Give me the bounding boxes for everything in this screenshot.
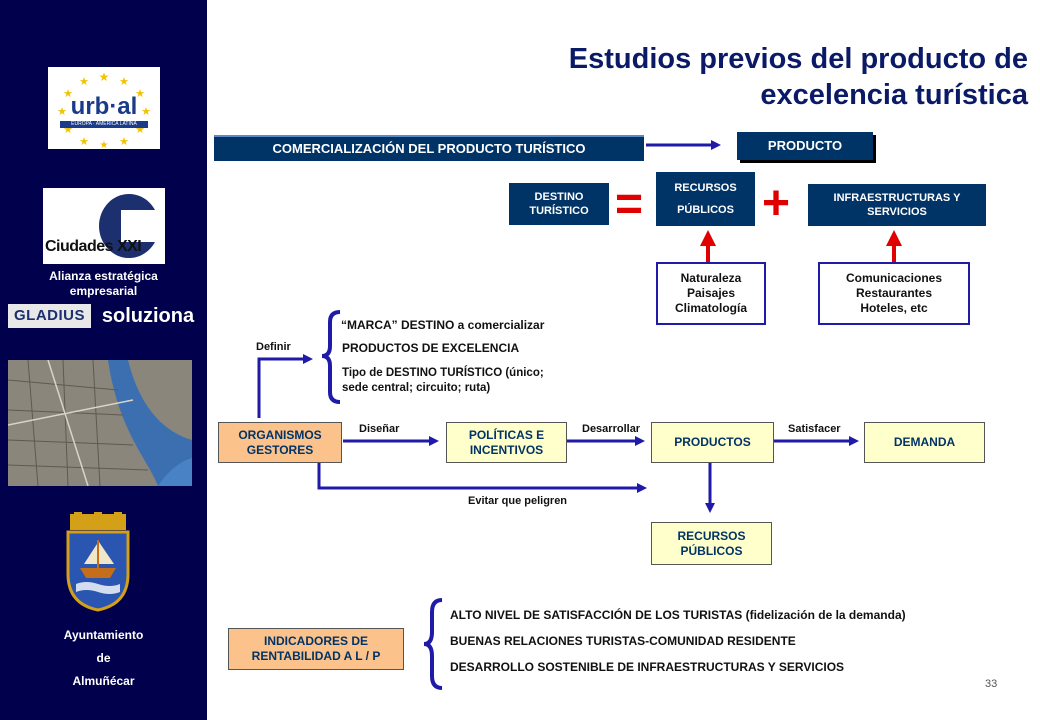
comunicaciones-box: Comunicaciones Restaurantes Hoteles, etc — [818, 262, 970, 325]
soluziona-logo: soluziona — [96, 304, 200, 328]
productos-box: PRODUCTOS — [651, 422, 774, 463]
svg-text:★: ★ — [141, 106, 151, 118]
soluziona-wordmark: soluziona — [101, 305, 195, 327]
almunecar-crest — [62, 512, 134, 612]
infraestructuras-box: INFRAESTRUCTURAS Y SERVICIOS — [808, 184, 986, 226]
ciudades-c-inner — [121, 210, 165, 242]
footer-de: de — [96, 651, 111, 665]
infra-label: INFRAESTRUCTURAS Y SERVICIOS — [833, 192, 961, 218]
hoteles-item: Hoteles, etc — [860, 301, 928, 315]
indicator-item-3: DESARROLLO SOSTENIBLE DE INFRAESTRUCTURA… — [450, 660, 845, 674]
recursos-publicos-label: RECURSOS PÚBLICOS — [677, 528, 746, 558]
brace-bottom — [423, 598, 443, 690]
indicator-item-2: BUENAS RELACIONES TURISTAS-COMUNIDAD RES… — [450, 634, 796, 648]
tipo-destino-text-line2: sede central; circuito; ruta) — [342, 382, 491, 394]
alliance-text-line1: Alianza estratégica — [49, 269, 158, 283]
brace-middle — [321, 310, 341, 404]
svg-text:★: ★ — [119, 76, 129, 88]
organismos-gestores-box: ORGANISMOS GESTORES — [218, 422, 342, 463]
equals-sign: = — [615, 178, 644, 231]
producto-box: PRODUCTO — [737, 132, 873, 160]
arrow-definir — [257, 354, 313, 418]
footer-almunecar: Almuñécar — [72, 674, 135, 688]
crest-shield-icon — [66, 512, 130, 612]
indicator-item-1: ALTO NIVEL DE SATISFACCIÓN DE LOS TURIST… — [450, 608, 906, 622]
urbal-stars-icon: ★ ★ ★ ★ ★ ★ ★ ★ ★ ★ ★ ★ — [57, 70, 151, 151]
svg-text:★: ★ — [63, 124, 73, 136]
evitar-label: Evitar que peligren — [468, 495, 568, 507]
comunicaciones-item: Comunicaciones — [845, 271, 943, 285]
definir-label: Definir — [256, 341, 291, 353]
svg-text:★: ★ — [119, 136, 129, 148]
demanda-label: DEMANDA — [893, 435, 956, 449]
comercializacion-label: COMERCIALIZACIÓN DEL PRODUCTO TURÍSTICO — [272, 141, 586, 156]
svg-text:★: ★ — [79, 136, 89, 148]
alliance-text-line2: empresarial — [69, 284, 138, 298]
svg-text:★: ★ — [57, 106, 67, 118]
aerial-city-image — [8, 360, 192, 486]
urbal-logo: ★ ★ ★ ★ ★ ★ ★ ★ ★ ★ ★ ★ urb·al EUROPA · … — [48, 67, 160, 151]
satisfacer-label: Satisfacer — [788, 423, 841, 435]
politicas-incentivos-box: POLÍTICAS E INCENTIVOS — [446, 422, 567, 463]
aerial-map-icon — [8, 360, 192, 486]
svg-text:★: ★ — [100, 140, 109, 149]
svg-text:★: ★ — [99, 70, 110, 84]
recursos-publicos-bottom-box: RECURSOS PÚBLICOS — [651, 522, 772, 565]
urbal-wordmark: urb·al — [70, 93, 138, 120]
naturaleza-box: Naturaleza Paisajes Climatología — [656, 262, 766, 325]
recursos-label-line1: RECURSOS — [674, 182, 737, 194]
producto-label: PRODUCTO — [767, 138, 843, 153]
svg-text:★: ★ — [79, 76, 89, 88]
recursos-label-line2: PÚBLICOS — [677, 204, 734, 216]
recursos-publicos-top-box: RECURSOS PÚBLICOS — [656, 172, 755, 226]
slide-title-line1: Estudios previos del producto de — [568, 43, 1028, 75]
arrow-evitar — [317, 463, 647, 493]
destino-turistico-box: DESTINO TURÍSTICO — [509, 183, 609, 225]
marca-destino-text: “MARCA” DESTINO a comercializar — [341, 318, 545, 332]
ciudades-wordmark: Ciudades XXI — [45, 238, 142, 255]
footer-ayuntamiento: Ayuntamiento — [63, 628, 144, 642]
slide-title-line2: excelencia turística — [760, 79, 1028, 111]
tipo-destino-text-line1: Tipo de DESTINO TURÍSTICO (único; — [342, 367, 544, 379]
desarrollar-label: Desarrollar — [582, 423, 641, 435]
productos-excelencia-text: PRODUCTOS DE EXCELENCIA — [342, 341, 520, 355]
politicas-label: POLÍTICAS E INCENTIVOS — [468, 427, 545, 457]
restaurantes-item: Restaurantes — [855, 286, 933, 300]
indicadores-label: INDICADORES DE RENTABILIDAD A L / P — [251, 634, 381, 663]
productos-label: PRODUCTOS — [674, 435, 751, 449]
comercializacion-box: COMERCIALIZACIÓN DEL PRODUCTO TURÍSTICO — [214, 135, 644, 161]
gladius-logo: GLADIUS — [8, 304, 91, 328]
naturaleza-item: Naturaleza — [680, 271, 742, 285]
gladius-wordmark: GLADIUS — [14, 307, 85, 324]
svg-text:★: ★ — [135, 124, 145, 136]
page-number: 33 — [985, 678, 998, 690]
ciudades-xxi-logo: Ciudades XXI — [43, 188, 165, 264]
svg-text:★: ★ — [63, 88, 73, 100]
disenar-label: Diseñar — [359, 423, 400, 435]
demanda-box: DEMANDA — [864, 422, 985, 463]
plus-sign: + — [762, 177, 791, 230]
paisajes-item: Paisajes — [686, 286, 736, 300]
climatologia-item: Climatología — [674, 301, 747, 315]
svg-text:★: ★ — [135, 88, 145, 100]
urbal-subtitle: EUROPA · AMÉRICA LATINA — [60, 121, 148, 128]
sidebar: ★ ★ ★ ★ ★ ★ ★ ★ ★ ★ ★ ★ urb·al EUROPA · … — [0, 0, 207, 720]
destino-label: DESTINO TURÍSTICO — [529, 191, 589, 217]
indicadores-box: INDICADORES DE RENTABILIDAD A L / P — [228, 628, 404, 670]
organismos-label: ORGANISMOS GESTORES — [238, 427, 322, 457]
